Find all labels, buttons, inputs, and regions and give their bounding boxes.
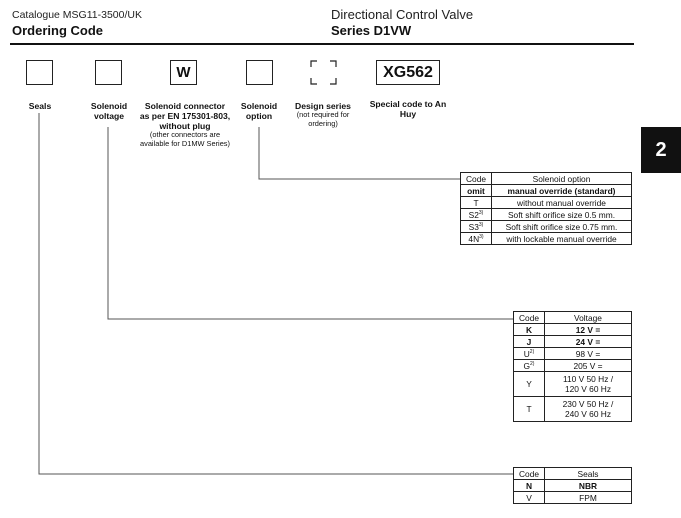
series-title: Series D1VW (331, 23, 412, 38)
option-header-code: Code (460, 172, 492, 185)
table-row: S33) Soft shift orifice size 0.75 mm. (460, 220, 632, 233)
voltage-table-header: Code Voltage (513, 311, 632, 324)
footnote-ref: 3) (479, 233, 484, 240)
design-code-box (310, 60, 337, 85)
seals-code-cell: V (513, 491, 545, 504)
design-label: Design series (not required for ordering… (294, 101, 352, 128)
option-code-cell: 4N3) (460, 232, 492, 245)
seals-header-code: Code (513, 467, 545, 480)
connector-label-text: Solenoid connector as per EN 175301-803,… (139, 101, 231, 131)
design-note: (not required for ordering) (296, 110, 350, 128)
design-label-text: Design series (295, 101, 351, 111)
voltage-code-cell: G2) (513, 359, 545, 372)
option-code-cell: S23) (460, 208, 492, 221)
table-row: V FPM (513, 491, 632, 504)
table-row: S23) Soft shift orifice size 0.5 mm. (460, 208, 632, 221)
table-row: U2) 98 V = (513, 347, 632, 360)
seals-code-box (26, 60, 53, 85)
table-row: 4N3) with lockable manual override (460, 232, 632, 245)
option-table-header: Code Solenoid option (460, 172, 632, 185)
option-code-cell: omit (460, 184, 492, 197)
option-value-cell: Soft shift orifice size 0.5 mm. (491, 208, 632, 221)
seals-value-cell: NBR (544, 479, 632, 492)
voltage-value-cell: 12 V = (544, 323, 632, 336)
voltage-value-cell: 24 V = (544, 335, 632, 348)
catalogue-number: Catalogue MSG11-3500/UK (12, 9, 142, 21)
voltage-leader-line (107, 127, 513, 320)
connector-code-box: W (170, 60, 197, 85)
voltage-value-cell: 110 V 50 Hz / 120 V 60 Hz (544, 371, 632, 397)
table-row: T without manual override (460, 196, 632, 209)
voltage-value-cell: 205 V = (544, 359, 632, 372)
footnote-ref: 2) (530, 360, 535, 367)
seals-value-cell: FPM (544, 491, 632, 504)
voltage-code-cell: J (513, 335, 545, 348)
voltage-table: Code Voltage K 12 V = J 24 V = U2) 98 V … (513, 311, 632, 422)
option-value-cell: Soft shift orifice size 0.75 mm. (491, 220, 632, 233)
option-header-value: Solenoid option (491, 172, 632, 185)
voltage-code-cell: Y (513, 371, 545, 397)
table-row: K 12 V = (513, 323, 632, 336)
table-row: Y 110 V 50 Hz / 120 V 60 Hz (513, 371, 632, 397)
section-title: Ordering Code (12, 23, 104, 38)
connector-label: Solenoid connector as per EN 175301-803,… (139, 101, 231, 148)
page-badge: 2 (641, 127, 681, 173)
voltage-code-box (95, 60, 122, 85)
footnote-ref: 2) (529, 348, 535, 355)
table-row: omit manual override (standard) (460, 184, 632, 197)
table-row: G2) 205 V = (513, 359, 632, 372)
seals-leader-line (38, 113, 513, 475)
header-rule (10, 43, 634, 45)
voltage-code-cell: U2) (513, 347, 545, 360)
option-value-cell: with lockable manual override (491, 232, 632, 245)
option-code-cell: T (460, 196, 492, 209)
seals-label: Seals (28, 101, 52, 111)
option-table: Code Solenoid option omit manual overrid… (460, 172, 632, 245)
footnote-ref: 3) (478, 209, 484, 216)
page-title: Directional Control Valve (331, 7, 474, 22)
connector-note: (other connectors are available for D1MW… (140, 130, 230, 148)
option-code-cell: S33) (460, 220, 492, 233)
seals-table-header: Code Seals (513, 467, 632, 480)
seals-table: Code Seals N NBR V FPM (513, 467, 632, 504)
voltage-label: Solenoid voltage (90, 101, 128, 121)
seals-header-value: Seals (544, 467, 632, 480)
voltage-header-value: Voltage (544, 311, 632, 324)
table-row: T 230 V 50 Hz / 240 V 60 Hz (513, 396, 632, 422)
footnote-ref: 3) (478, 221, 484, 228)
special-label: Special code to An Huy (369, 99, 447, 119)
option-value-cell: manual override (standard) (491, 184, 632, 197)
table-row: N NBR (513, 479, 632, 492)
voltage-code-cell: K (513, 323, 545, 336)
option-code-box (246, 60, 273, 85)
voltage-code-cell: T (513, 396, 545, 422)
seals-code-cell: N (513, 479, 545, 492)
table-row: J 24 V = (513, 335, 632, 348)
voltage-value-cell: 230 V 50 Hz / 240 V 60 Hz (544, 396, 632, 422)
option-leader-line (258, 127, 460, 180)
voltage-value-cell: 98 V = (544, 347, 632, 360)
option-value-cell: without manual override (491, 196, 632, 209)
voltage-header-code: Code (513, 311, 545, 324)
special-code-box: XG562 (376, 60, 440, 85)
option-label: Solenoid option (240, 101, 278, 121)
